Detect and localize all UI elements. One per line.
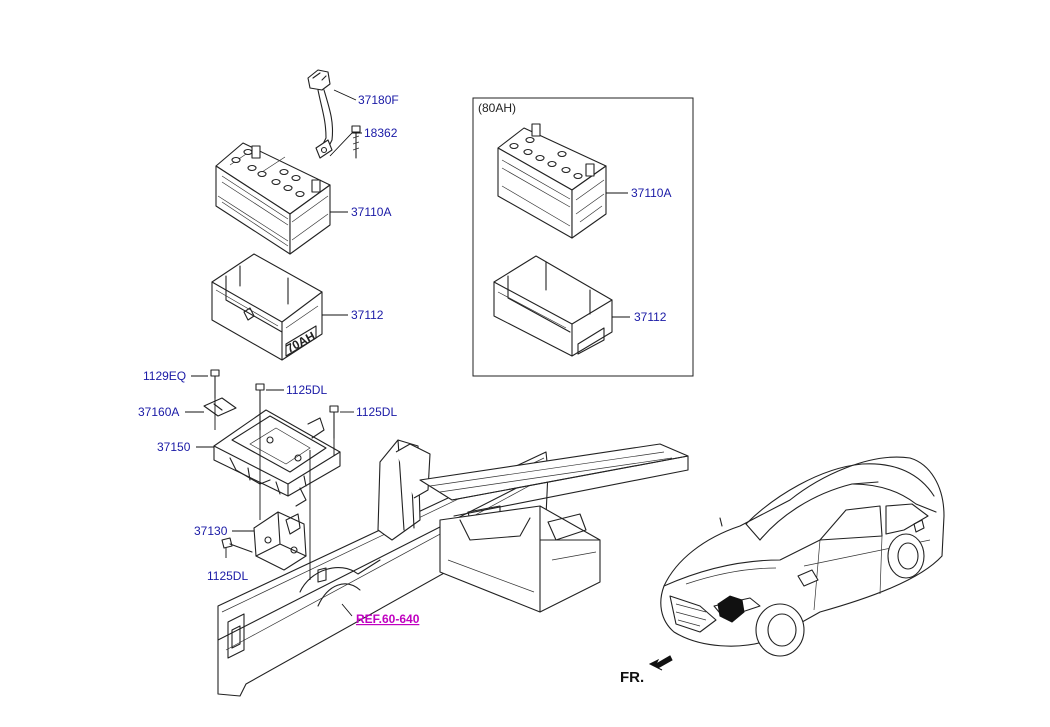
label-37110A-80ah: 37110A — [631, 186, 671, 200]
bolt-1125DL-right — [329, 405, 339, 439]
leader-lines-box — [606, 192, 630, 318]
front-direction-arrow-icon — [648, 655, 673, 671]
battery-cable-37180F — [307, 69, 334, 159]
battery-tray-37112: 70AH — [211, 253, 323, 361]
vehicle-body-frame — [217, 439, 689, 697]
battery-tray-37112-80ah — [493, 255, 613, 357]
leader-lines-main — [185, 89, 362, 617]
ref-label-60-640[interactable]: REF.60-640 — [356, 612, 420, 626]
battery-37110A — [215, 142, 331, 255]
vehicle-location-car — [660, 456, 945, 657]
variant-80ah-box — [472, 97, 694, 377]
label-37160A: 37160A — [138, 405, 179, 419]
label-1125DL-right: 1125DL — [356, 405, 397, 419]
label-37110A: 37110A — [351, 205, 391, 219]
battery-base-37150 — [213, 409, 341, 507]
label-1125DL-top: 1125DL — [286, 383, 327, 397]
clamp-37160A — [203, 397, 237, 417]
front-label: FR. — [620, 669, 644, 686]
part-labels: 37180F 18362 37110A 37112 1129EQ 1125DL … — [138, 93, 671, 686]
label-18362: 18362 — [364, 126, 398, 140]
box-title-80ah: (80AH) — [478, 101, 516, 115]
battery-37110A-80ah — [497, 123, 607, 239]
label-1129EQ: 1129EQ — [143, 369, 186, 383]
label-37150: 37150 — [157, 440, 191, 454]
label-37130: 37130 — [194, 524, 228, 538]
label-37112-80ah: 37112 — [634, 310, 667, 324]
label-37112: 37112 — [351, 308, 384, 322]
label-37180F: 37180F — [358, 93, 399, 107]
bolt-1125DL-bottom — [221, 537, 253, 553]
bolt-18362 — [351, 125, 361, 159]
battery-location-marker-icon — [717, 595, 745, 623]
bolt-1129EQ — [210, 369, 220, 399]
bracket-37130 — [253, 511, 307, 571]
label-1125DL-bottom: 1125DL — [207, 569, 248, 583]
bolt-1125DL-top — [255, 383, 265, 415]
